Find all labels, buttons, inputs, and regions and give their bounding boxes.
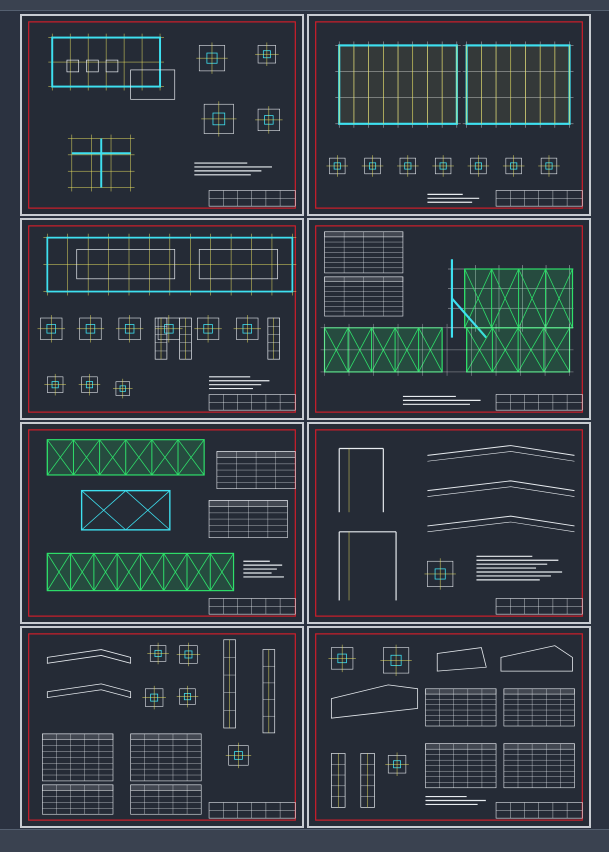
detail-drawing (112, 378, 133, 399)
detail-drawing (176, 685, 199, 708)
detail-drawing (44, 373, 66, 396)
sheet-7[interactable] (20, 626, 304, 828)
detail-drawing (142, 685, 166, 710)
portal-frame-1 (338, 447, 384, 513)
data-table (324, 231, 404, 274)
detail-drawing (467, 155, 490, 177)
floor-plan-and-details (28, 21, 296, 209)
title-block (208, 802, 296, 819)
two-plans-and-details (315, 21, 583, 209)
notes-text (209, 376, 270, 390)
data-table (425, 688, 497, 727)
detail-drawing (37, 315, 65, 343)
data-table (42, 733, 114, 782)
notes-text (402, 395, 481, 405)
detail-drawing (424, 558, 456, 590)
detail-drawing (328, 644, 356, 673)
data-table (208, 500, 288, 538)
sheet-2[interactable] (307, 14, 591, 216)
portal-frame-2 (338, 531, 397, 601)
sheet-4[interactable] (307, 218, 591, 420)
data-table (324, 276, 404, 317)
sheet-3[interactable] (20, 218, 304, 420)
detail-drawing (176, 642, 201, 667)
beam-elevations (46, 649, 132, 699)
rafter-elevations (427, 445, 575, 533)
detail-drawing (361, 155, 384, 177)
member-details-with-tables (28, 633, 296, 821)
detail-drawing (147, 642, 169, 665)
lower-plan (67, 134, 135, 192)
data-table (130, 784, 202, 815)
notes-text (476, 555, 563, 581)
notes-text (243, 560, 284, 578)
detail-drawing (432, 155, 454, 177)
green-framing-plan-with-table (315, 225, 583, 413)
notes-text (427, 193, 480, 203)
detail-drawing (194, 315, 222, 343)
detail-drawing (225, 742, 252, 769)
column-elevation (331, 753, 346, 808)
detail-drawing (326, 155, 349, 177)
detail-drawing (255, 42, 279, 66)
detail-drawing (255, 106, 283, 134)
detail-drawing (78, 373, 101, 396)
title-block (208, 190, 296, 207)
detail-drawing (233, 315, 261, 343)
sheet-6[interactable] (307, 422, 591, 624)
floor-plan (48, 33, 176, 100)
title-block (208, 394, 296, 411)
data-table (503, 743, 575, 789)
green-bracing-elevations-with-tables (28, 429, 296, 617)
column-elevation (360, 753, 375, 808)
plan-left (335, 41, 461, 128)
sheet-8[interactable] (307, 626, 591, 828)
window-top-bar (0, 0, 609, 11)
detail-drawing (76, 315, 105, 343)
title-block (495, 394, 583, 411)
node-details (330, 645, 573, 719)
detail-drawing (201, 101, 237, 137)
framing-plan-top (448, 259, 574, 339)
title-block (208, 598, 296, 615)
data-table (216, 451, 296, 489)
detail-drawing (196, 42, 228, 74)
sheet-5[interactable] (20, 422, 304, 624)
detail-drawing (380, 644, 412, 677)
column-elevation (267, 317, 280, 360)
title-block (495, 190, 583, 207)
title-block (495, 598, 583, 615)
column-elevation (179, 317, 192, 360)
data-table (42, 784, 114, 815)
detail-drawing (538, 155, 560, 177)
notes-text (425, 796, 486, 806)
plan-right (462, 41, 574, 128)
detail-drawing (385, 752, 409, 777)
data-table (425, 743, 497, 789)
foundation-plan-and-sections (28, 225, 297, 413)
column-elevation (262, 649, 276, 734)
node-details-with-tables (315, 633, 583, 821)
detail-drawing (115, 315, 144, 343)
column-elevation (223, 639, 236, 729)
foundation-plan (43, 233, 297, 296)
detail-drawing (155, 315, 183, 343)
bracing-elevation-middle (80, 489, 171, 531)
sheet-1[interactable] (20, 14, 304, 216)
column-elevation (154, 317, 168, 360)
bracing-elevation-top (46, 439, 205, 476)
framing-plan-bottom (320, 323, 574, 376)
portal-frame-elevations (315, 429, 583, 617)
bracing-elevation-bottom (46, 552, 235, 592)
detail-drawing (502, 155, 525, 177)
data-table (503, 688, 575, 727)
window-status-bar (0, 829, 609, 852)
data-table (130, 733, 202, 782)
title-block (495, 802, 583, 819)
notes-text (194, 162, 272, 176)
detail-drawing (397, 155, 419, 177)
